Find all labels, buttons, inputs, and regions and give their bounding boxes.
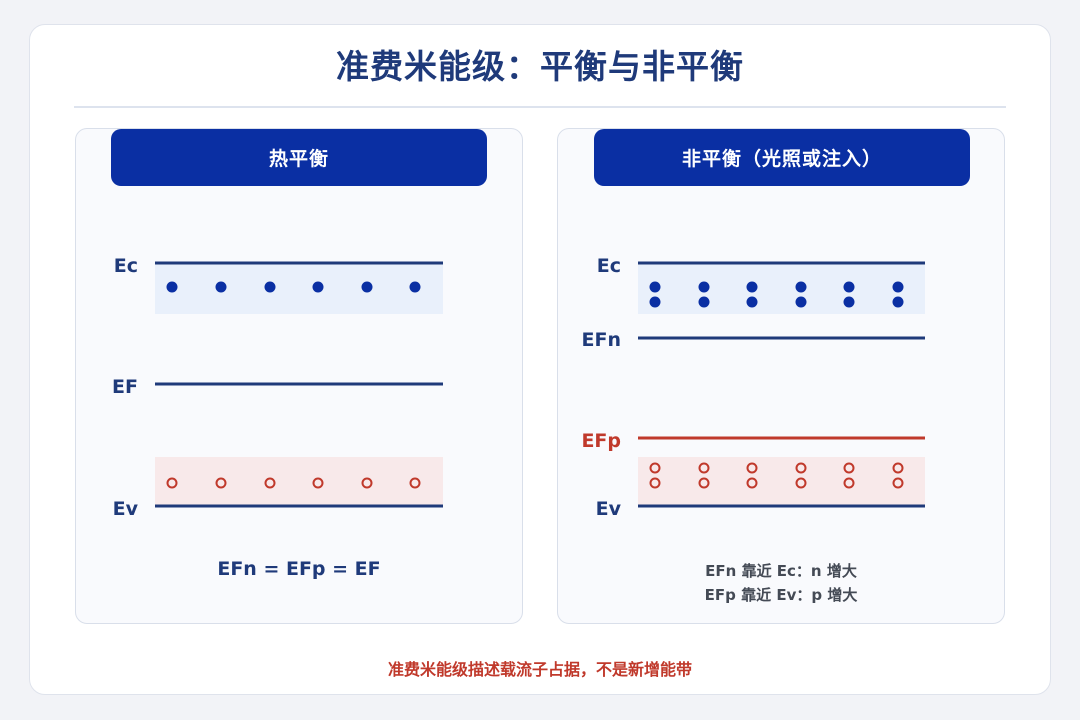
- electron: [843, 281, 855, 293]
- hole-zone-right: [638, 457, 925, 506]
- electron: [795, 281, 807, 293]
- electron: [215, 281, 227, 293]
- efn-label: EFn: [582, 329, 621, 351]
- electron-zone-right: [638, 264, 925, 314]
- ec-label-left: Ec: [114, 255, 138, 277]
- efp-label: EFp: [581, 430, 621, 452]
- electron: [795, 296, 807, 308]
- efn-note: EFn 靠近 Ec：n 增大: [705, 562, 857, 580]
- hole: [361, 477, 373, 489]
- electron: [698, 281, 710, 293]
- equilibrium-panel: [75, 128, 523, 624]
- electron: [361, 281, 373, 293]
- ef-label-left: EF: [112, 376, 138, 398]
- ev-label-left: Ev: [113, 498, 139, 520]
- hole: [746, 477, 758, 489]
- hole: [409, 477, 421, 489]
- electron: [649, 281, 661, 293]
- electrons-right: [649, 281, 904, 308]
- electron: [649, 296, 661, 308]
- hole: [698, 477, 710, 489]
- equilibrium-header: 热平衡: [111, 129, 487, 186]
- hole: [649, 477, 661, 489]
- nonequilibrium-header: 非平衡（光照或注入）: [594, 129, 970, 186]
- hole: [215, 477, 227, 489]
- holes-right: [649, 462, 904, 489]
- ev-label-right: Ev: [596, 498, 622, 520]
- electron: [843, 296, 855, 308]
- efp-note: EFp 靠近 Ev：p 增大: [704, 586, 858, 604]
- electron: [892, 281, 904, 293]
- hole: [795, 477, 807, 489]
- hole: [795, 462, 807, 474]
- electron: [312, 281, 324, 293]
- holes-left: [166, 477, 421, 489]
- footer-note: 准费米能级描述载流子占据，不是新增能带: [387, 660, 692, 679]
- hole: [843, 477, 855, 489]
- hole: [843, 462, 855, 474]
- electron: [746, 281, 758, 293]
- hole: [264, 477, 276, 489]
- hole: [166, 477, 178, 489]
- hole: [649, 462, 661, 474]
- page-title: 准费米能级：平衡与非平衡: [336, 47, 744, 86]
- hole: [892, 477, 904, 489]
- hole: [698, 462, 710, 474]
- hole: [892, 462, 904, 474]
- title-divider: [74, 106, 1006, 108]
- electron: [409, 281, 421, 293]
- electron: [698, 296, 710, 308]
- hole: [312, 477, 324, 489]
- electron: [166, 281, 178, 293]
- hole: [746, 462, 758, 474]
- electrons-left: [166, 281, 421, 293]
- hole-zone-left: [155, 457, 443, 506]
- electron: [892, 296, 904, 308]
- ec-label-right: Ec: [597, 255, 621, 277]
- nonequilibrium-panel: [557, 128, 1005, 624]
- electron: [264, 281, 276, 293]
- electron-zone-left: [155, 264, 443, 314]
- electron: [746, 296, 758, 308]
- equilibrium-equation: EFn = EFp = EF: [217, 558, 381, 580]
